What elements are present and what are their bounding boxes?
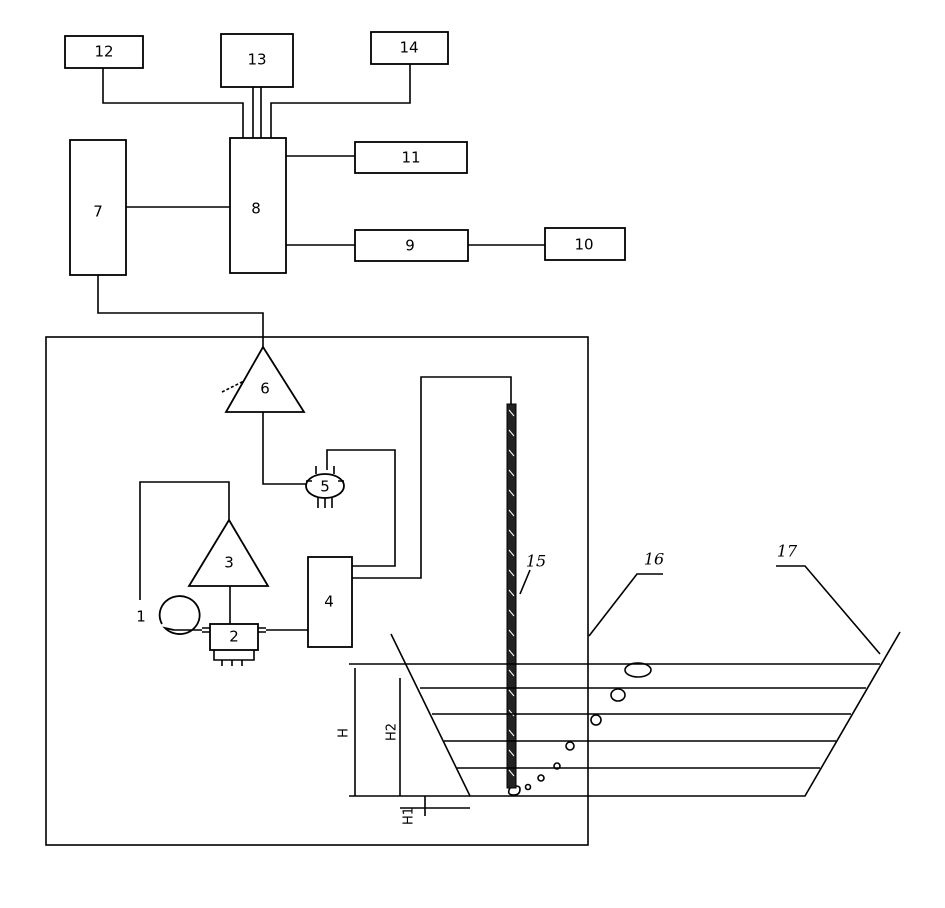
component-4 — [307, 556, 353, 648]
label-9: 9 — [405, 237, 415, 255]
leader-6 — [221, 380, 245, 393]
block-10 — [544, 227, 626, 261]
callout-17: 17 — [777, 542, 798, 561]
callout-16: 16 — [644, 550, 664, 569]
bubble — [524, 783, 532, 791]
amplifier-3 — [187, 518, 270, 587]
dim-h-label: H — [337, 728, 352, 738]
dim-h1-label: H1 — [402, 807, 417, 825]
label-4: 4 — [324, 593, 334, 611]
probe-15 — [506, 403, 517, 789]
bubble — [610, 688, 626, 702]
label-1: 1 — [136, 608, 146, 626]
label-12: 12 — [94, 43, 113, 61]
wire-3-feedback — [139, 481, 230, 600]
bubble — [565, 741, 575, 751]
block-13 — [220, 33, 294, 88]
label-13: 13 — [247, 51, 266, 69]
tank-17 — [390, 631, 901, 797]
block-9 — [354, 229, 469, 262]
label-10: 10 — [574, 236, 593, 254]
probe-15-texture — [508, 409, 515, 777]
block-8 — [229, 137, 287, 274]
block-14 — [370, 31, 449, 65]
wire-13-to-8 — [252, 87, 262, 138]
probe-15-tip — [507, 785, 521, 796]
label-2: 2 — [229, 628, 239, 646]
block-11 — [354, 141, 468, 174]
label-6: 6 — [260, 380, 270, 398]
label-5: 5 — [320, 478, 330, 496]
leader-16 — [588, 573, 663, 637]
wire-4-to-15 — [352, 376, 512, 579]
label-11: 11 — [401, 149, 420, 167]
wire-6-to-5 — [262, 412, 306, 485]
component-2-pins — [202, 627, 266, 666]
wire-7-to-6 — [97, 275, 264, 347]
wire-14-to-8 — [270, 64, 411, 138]
block-7 — [69, 139, 127, 276]
dim-h1-line — [400, 796, 470, 816]
bubble — [553, 762, 561, 770]
label-14: 14 — [399, 39, 418, 57]
bubble — [590, 714, 602, 726]
label-7: 7 — [93, 203, 103, 221]
wire-5-to-4 — [326, 449, 396, 567]
leader-15 — [519, 569, 531, 595]
amplifier-6 — [224, 345, 306, 413]
wire-12-to-8 — [102, 68, 244, 138]
label-3: 3 — [224, 554, 234, 572]
component-5-pins — [306, 466, 344, 508]
bubble — [624, 662, 652, 678]
block-12 — [64, 35, 144, 69]
dim-h2-label: H2 — [385, 723, 400, 741]
callout-15: 15 — [526, 552, 546, 571]
bubble — [537, 774, 545, 782]
instrument-enclosure — [45, 336, 589, 846]
component-2 — [209, 623, 259, 651]
leader-17 — [776, 565, 881, 655]
label-8: 8 — [251, 200, 261, 218]
component-1 — [158, 595, 201, 635]
